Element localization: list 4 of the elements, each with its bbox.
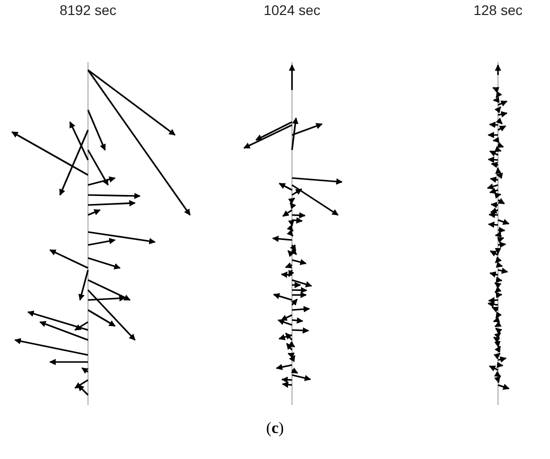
panel-title: 8192 sec xyxy=(60,2,116,18)
panel-title: 1024 sec xyxy=(264,2,320,18)
caption: (c) xyxy=(266,420,284,438)
panel-title: 128 sec xyxy=(473,2,523,18)
